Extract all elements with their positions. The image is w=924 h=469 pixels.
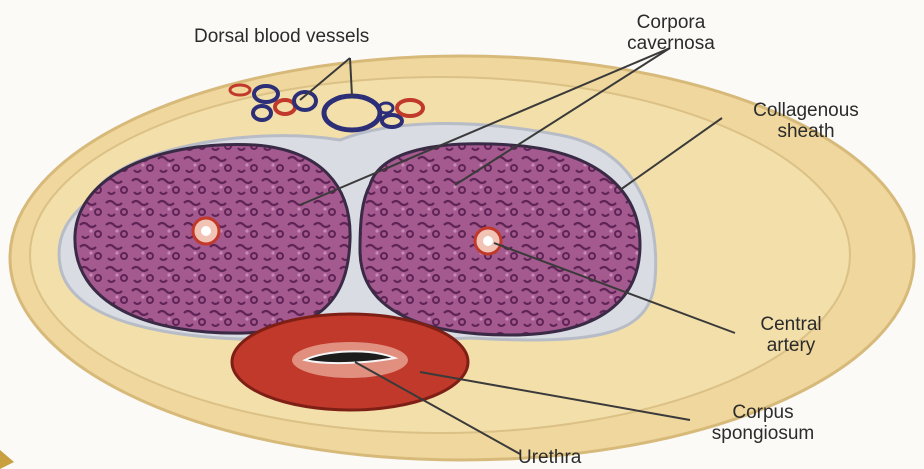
corner-mark <box>0 450 14 469</box>
label-spongiosum-line2: spongiosum <box>688 423 838 444</box>
label-corpora-cavernosa: Corpora cavernosa <box>596 12 746 54</box>
label-corpus-spongiosum: Corpus spongiosum <box>688 402 838 444</box>
label-collagenous-sheath: Collagenous sheath <box>726 100 886 142</box>
label-central-artery: Central artery <box>736 314 846 356</box>
label-corpora-line2: cavernosa <box>596 33 746 54</box>
label-central-line2: artery <box>736 335 846 356</box>
label-corpora-line1: Corpora <box>596 12 746 33</box>
label-dorsal-blood-vessels: Dorsal blood vessels <box>194 26 369 47</box>
label-collagenous-line1: Collagenous <box>726 100 886 121</box>
central-artery-right <box>475 228 501 254</box>
label-spongiosum-line1: Corpus <box>688 402 838 423</box>
label-collagenous-line2: sheath <box>726 121 886 142</box>
label-central-line1: Central <box>736 314 846 335</box>
label-urethra: Urethra <box>518 447 581 468</box>
central-artery-left <box>193 218 219 244</box>
